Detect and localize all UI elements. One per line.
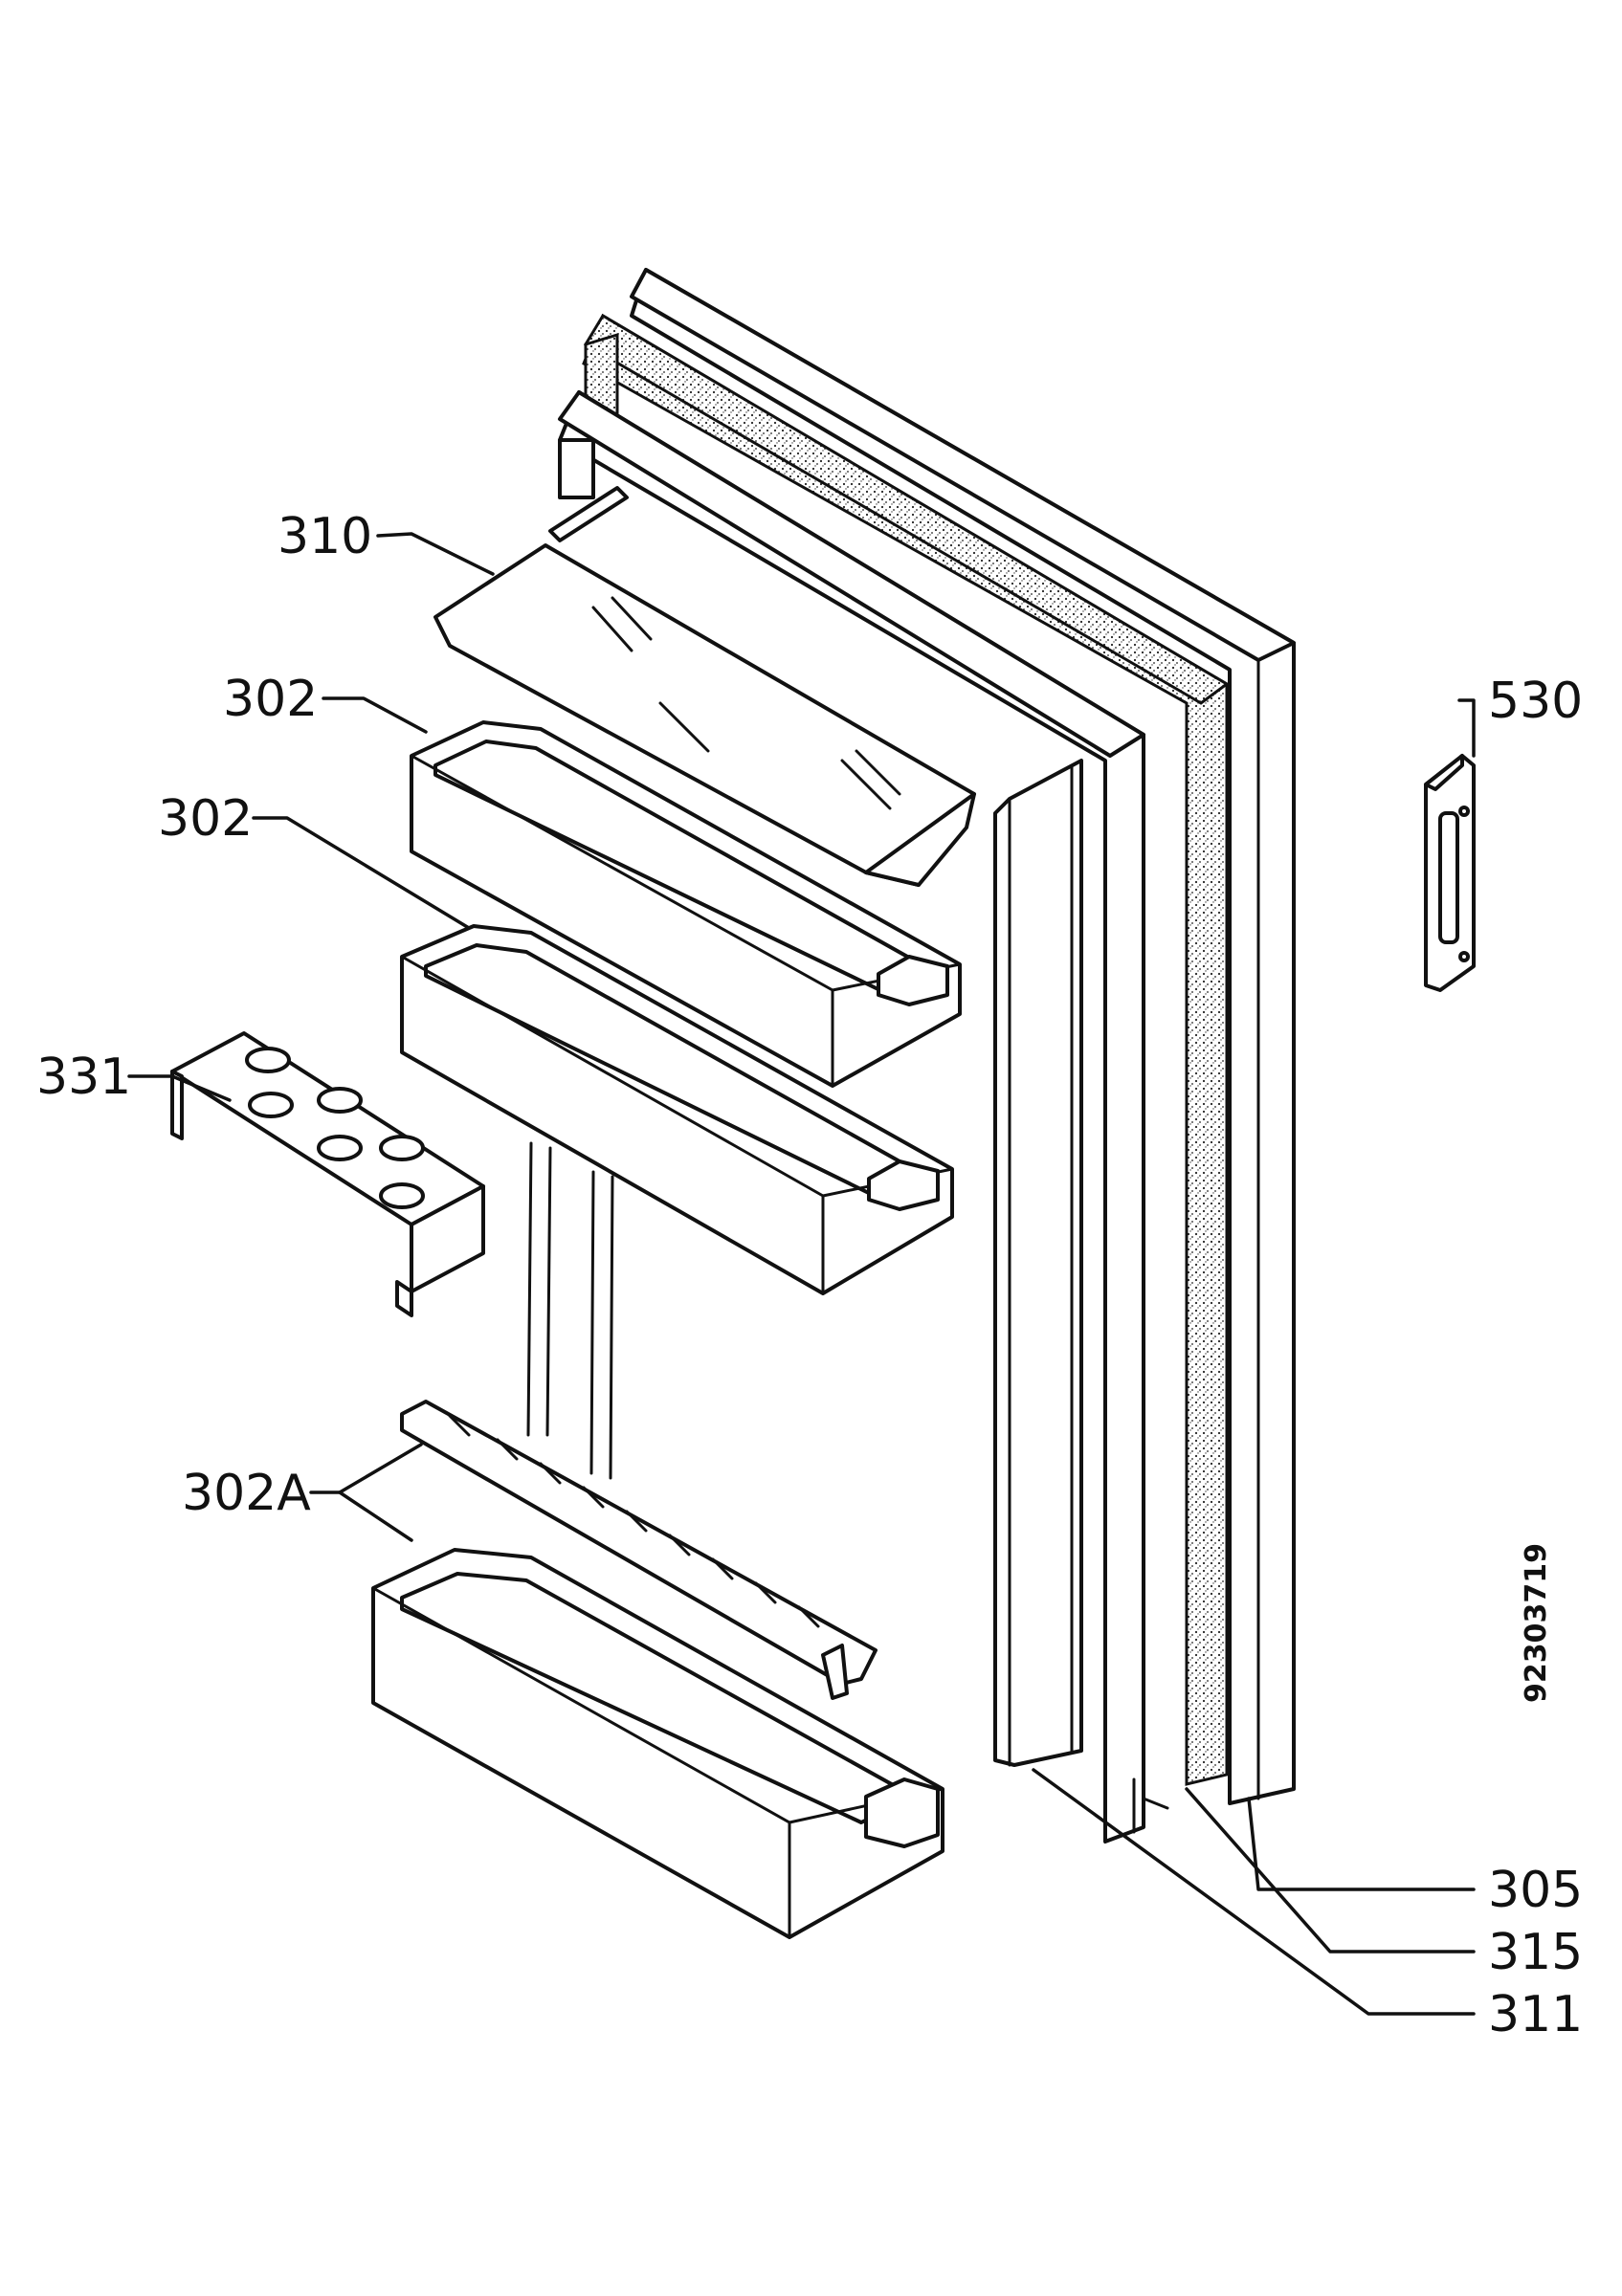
label-302A: 302A: [182, 1465, 311, 1522]
shelf-support-struts: [526, 1141, 614, 1480]
door-side-rail: [993, 759, 1083, 1767]
label-315: 315: [1488, 1924, 1583, 1981]
butter-compartment-lid: [433, 486, 976, 887]
bottle-retainer-bar: [400, 1400, 878, 1700]
label-311: 311: [1488, 1986, 1583, 2043]
door-shelf-upper: [410, 720, 962, 1088]
label-331: 331: [36, 1049, 131, 1106]
egg-tray: [170, 1031, 485, 1317]
bottle-shelf: [371, 1548, 944, 1939]
callout-leaders: [127, 532, 1476, 2016]
door-hinge-bracket: [1424, 754, 1476, 992]
label-530: 530: [1488, 673, 1583, 730]
drawing-number: 92303719: [1520, 1543, 1553, 1703]
outer-door-panel: [630, 268, 1296, 1805]
label-305: 305: [1488, 1862, 1583, 1919]
inner-door-liner: [558, 390, 1169, 1843]
label-302-upper: 302: [223, 671, 318, 728]
label-302-lower: 302: [158, 790, 253, 848]
door-shelf-lower: [400, 924, 954, 1295]
label-310: 310: [278, 508, 372, 565]
door-gasket: [582, 313, 1230, 1786]
